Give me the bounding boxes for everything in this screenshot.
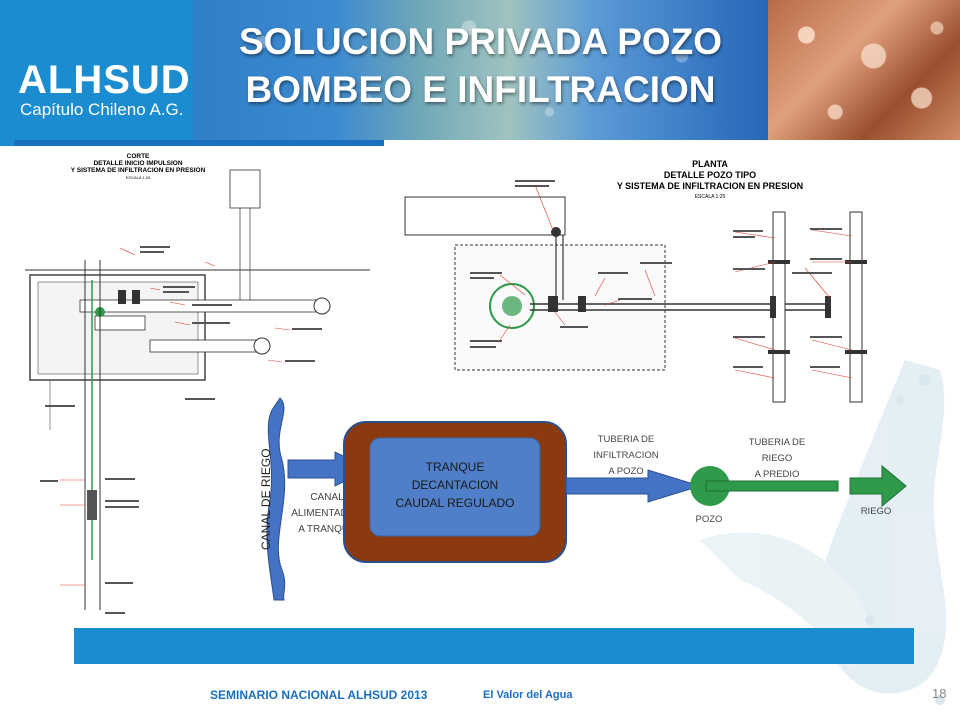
logo-block: ALHSUD Capítulo Chileno A.G. <box>0 0 193 146</box>
header-divider <box>14 140 384 146</box>
slide-title-line1: SOLUCION PRIVADA POZO <box>238 21 723 62</box>
riego-pipe-label-3: A PREDIO <box>755 469 800 480</box>
tank-label-3: CAUDAL REGULADO <box>396 496 515 510</box>
tank-inner <box>369 437 541 537</box>
tank-label-2: DECANTACION <box>412 478 498 492</box>
plan-scale: ESCALA 1:25 <box>695 194 726 200</box>
canal-label: CANAL DE RIEGO <box>259 448 273 550</box>
section-scale: ESCALA 1:25 <box>126 175 151 180</box>
infiltration-pipe-arrow <box>565 469 702 503</box>
plan-title-line3: Y SISTEMA DE INFILTRACION EN PRESION <box>617 181 803 191</box>
water-drops-image <box>768 0 960 140</box>
riego-pipe <box>705 480 839 492</box>
feeder-label-2: ALIMENTADOR <box>291 508 363 519</box>
section-title-line2: DETALLE INICIO IMPULSION <box>93 160 182 167</box>
section-title-line3: Y SISTEMA DE INFILTRACION EN PRESION <box>71 167 206 174</box>
slide-title: SOLUCION PRIVADA POZO BOMBEO E INFILTRAC… <box>193 18 768 114</box>
slide-title-line2: BOMBEO E INFILTRACION <box>245 69 716 110</box>
infiltration-label-2: INFILTRACION <box>593 450 658 461</box>
plan-title-line1: PLANTA <box>692 159 728 169</box>
plan-drawing: PLANTA DETALLE POZO TIPO Y SISTEMA DE IN… <box>404 159 867 403</box>
footer-event: SEMINARIO NACIONAL ALHSUD 2013 <box>210 688 428 702</box>
riego-pipe-label-1: TUBERIA DE <box>749 437 806 448</box>
flow-diagram: CANAL DE RIEGO CANAL ALIMENTADOR A TRANQ… <box>259 397 907 601</box>
footer-bar <box>74 628 914 664</box>
riego-label: RIEGO <box>861 506 892 517</box>
infiltration-label-3: A POZO <box>608 466 643 477</box>
footer-tagline: El Valor del Agua <box>483 689 573 701</box>
section-drawing: CORTE DETALLE INICIO IMPULSION Y SISTEMA… <box>25 153 370 614</box>
page-number: 18 <box>932 686 947 701</box>
riego-pipe-label-2: RIEGO <box>762 453 793 464</box>
logo-name: ALHSUD <box>18 58 191 102</box>
logo-subtitle: Capítulo Chileno A.G. <box>20 100 184 119</box>
canal-de-riego-shape <box>266 397 286 601</box>
tank-label-1: TRANQUE <box>426 460 485 474</box>
plan-title-line2: DETALLE POZO TIPO <box>664 170 756 180</box>
infiltration-label-1: TUBERIA DE <box>598 434 655 445</box>
riego-arrow <box>849 464 907 508</box>
water-banner-image <box>193 0 768 140</box>
feeder-label-3: A TRANQUE <box>298 524 356 535</box>
pozo-label: POZO <box>696 514 723 525</box>
section-title-line1: CORTE <box>127 153 150 160</box>
feeder-label-1: CANAL <box>310 492 344 503</box>
